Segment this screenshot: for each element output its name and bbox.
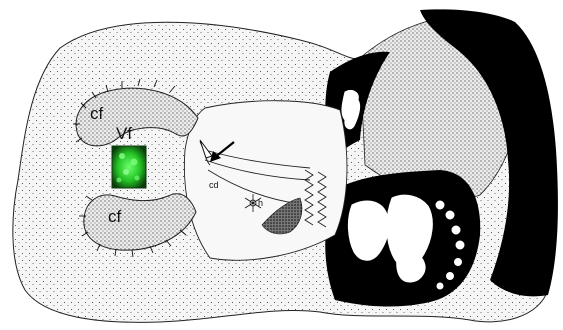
label-h: h bbox=[258, 198, 263, 208]
label-cf-upper: cf bbox=[90, 104, 104, 123]
label-vf: Vf bbox=[116, 124, 132, 143]
fluorescence-inset-icon bbox=[112, 146, 146, 188]
label-cd: cd bbox=[209, 180, 219, 190]
label-cf-lower: cf bbox=[108, 207, 122, 226]
